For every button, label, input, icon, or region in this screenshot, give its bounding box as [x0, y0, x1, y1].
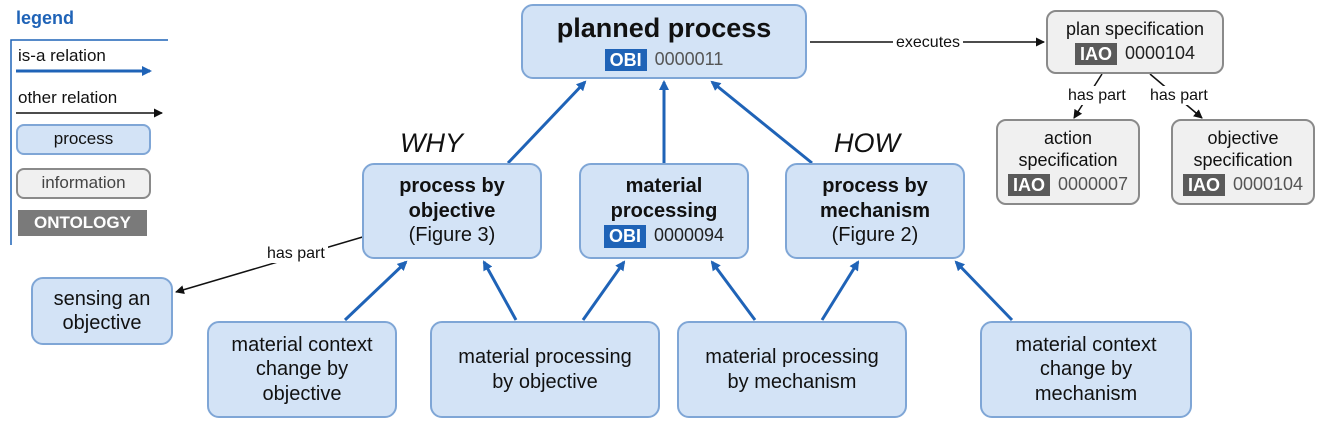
legend-information-label: information	[41, 173, 126, 193]
legend-process-label: process	[53, 129, 114, 149]
node-mp-mechanism-line1: material processing	[705, 346, 879, 369]
edge-label-has-part: has part	[1147, 86, 1211, 106]
ontology-id: 0000011	[654, 48, 724, 69]
node-objective-specification: objective specification IAO 0000104	[1171, 119, 1315, 205]
node-action-specification-line1: action	[1043, 127, 1093, 148]
node-mcc-mechanism-line3: mechanism	[1034, 382, 1138, 405]
node-objective-specification-line2: specification	[1193, 149, 1293, 170]
legend-information-swatch: information	[16, 168, 151, 199]
ontology-id: 0000007	[1057, 173, 1129, 194]
node-process-by-objective-line3: (Figure 3)	[408, 224, 496, 247]
node-material-context-change-by-objective: material context change by objective	[207, 321, 397, 418]
node-action-specification-id: IAO 0000007	[1007, 173, 1129, 197]
node-mcc-mechanism-line2: change by	[1039, 358, 1133, 381]
isa-edge-mpobjective-byobjective	[482, 260, 518, 321]
legend-frame	[10, 39, 168, 245]
node-mp-objective-line1: material processing	[458, 346, 632, 369]
ontology-prefix-tag: IAO	[1182, 173, 1225, 197]
node-material-processing-by-mechanism: material processing by mechanism	[677, 321, 907, 418]
node-process-by-mechanism: process by mechanism (Figure 2)	[785, 163, 965, 259]
haspart-edge-byobjective-sensing	[175, 235, 367, 295]
node-sensing-line2: objective	[62, 312, 142, 334]
edge-label-executes: executes	[893, 33, 964, 53]
ontology-id: 0000104	[1124, 42, 1196, 63]
node-mcc-objective-line1: material context	[231, 333, 373, 356]
node-material-processing-line2: processing	[610, 199, 718, 222]
node-mcc-mechanism-line1: material context	[1015, 333, 1157, 356]
node-material-processing-line1: material	[625, 175, 703, 198]
node-material-context-change-by-mechanism: material context change by mechanism	[980, 321, 1192, 418]
legend-process-swatch: process	[16, 124, 151, 155]
node-objective-specification-line1: objective	[1207, 127, 1279, 148]
edge-label-has-part: has part	[1065, 86, 1129, 106]
node-action-specification-line2: specification	[1018, 149, 1118, 170]
node-planned-process-label: planned process	[556, 12, 772, 43]
node-action-specification: action specification IAO 0000007	[996, 119, 1140, 205]
node-sensing-line1: sensing an	[53, 287, 151, 310]
node-material-processing: material processing OBI 0000094	[579, 163, 749, 259]
ontology-prefix-tag: OBI	[604, 48, 647, 72]
node-plan-specification-label: plan specification	[1065, 18, 1205, 39]
node-material-processing-id: OBI 0000094	[603, 225, 725, 248]
isa-edge-mpobjective-materialprocessing	[581, 260, 626, 321]
ontology-prefix-tag: OBI	[603, 225, 646, 248]
node-mp-mechanism-line2: by mechanism	[727, 370, 857, 393]
node-process-by-objective-line2: objective	[408, 199, 496, 222]
legend-isa-label: is-a relation	[18, 46, 106, 65]
ontology-prefix-tag: IAO	[1007, 173, 1050, 197]
edge-label-has-part: has part	[264, 244, 328, 264]
node-process-by-mechanism-line3: (Figure 2)	[831, 224, 919, 247]
node-mp-objective-line2: by objective	[492, 370, 598, 393]
node-planned-process-id: OBI 0000011	[604, 48, 724, 72]
isa-edge-mpmechanism-bymechanism	[820, 260, 860, 321]
ontology-id: 0000104	[1232, 173, 1304, 194]
node-process-by-objective: process by objective (Figure 3)	[362, 163, 542, 259]
legend-title: legend	[16, 8, 75, 28]
node-planned-process: planned process OBI 0000011	[521, 4, 807, 79]
node-mcc-objective-line3: objective	[262, 382, 342, 405]
node-plan-specification: plan specification IAO 0000104	[1046, 10, 1224, 74]
isa-edge-mpmechanism-materialprocessing	[710, 260, 757, 321]
isa-edge-mccmechanism-bymechanism	[954, 260, 1014, 322]
isa-edge-bymechanism-planned	[710, 80, 813, 165]
isa-edge-byobjective-planned	[506, 80, 587, 165]
node-process-by-objective-line1: process by	[399, 175, 505, 198]
section-why: WHY	[400, 128, 463, 158]
section-how: HOW	[834, 128, 900, 158]
node-material-processing-by-objective: material processing by objective	[430, 321, 660, 418]
node-mcc-objective-line2: change by	[255, 358, 349, 381]
node-plan-specification-id: IAO 0000104	[1074, 42, 1196, 66]
ontology-id: 0000094	[653, 225, 725, 246]
ontology-prefix-tag: IAO	[1074, 42, 1117, 66]
legend-other-label: other relation	[18, 88, 118, 107]
legend-ontology-tag: ONTOLOGY	[18, 210, 147, 236]
node-sensing-an-objective: sensing an objective	[31, 277, 173, 345]
node-process-by-mechanism-line2: mechanism	[819, 199, 931, 222]
isa-edge-mccobjective-byobjective	[343, 260, 408, 322]
node-objective-specification-id: IAO 0000104	[1182, 173, 1304, 197]
node-process-by-mechanism-line1: process by	[822, 175, 928, 198]
